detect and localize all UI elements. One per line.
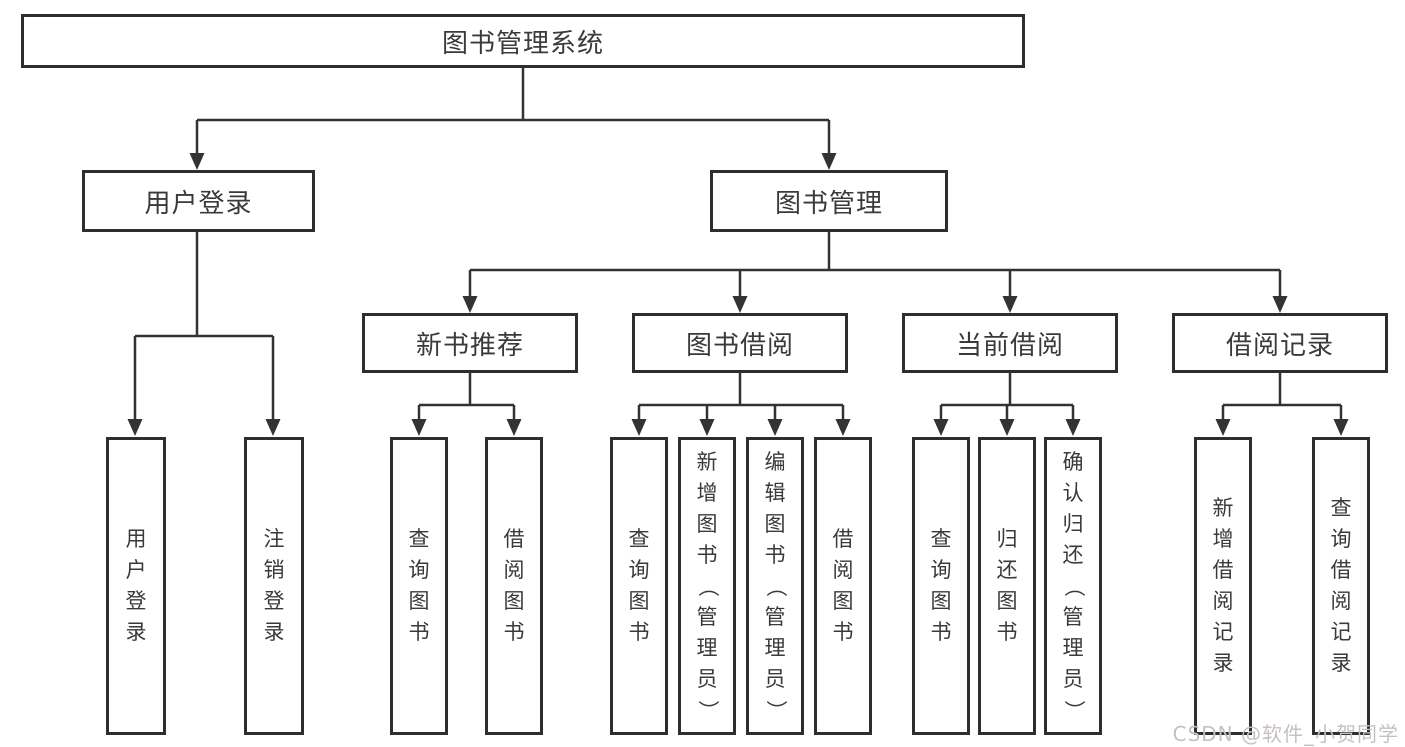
node-book-management: 图书管理 — [710, 170, 948, 232]
leaf-label: 新增借阅记录 — [1212, 496, 1234, 675]
leaf-user-login: 用户登录 — [106, 437, 166, 735]
node-label: 当前借阅 — [955, 330, 1064, 361]
csdn-watermark: CSDN @软件_小贺同学 — [1172, 722, 1399, 746]
node-label: 新书推荐 — [415, 330, 524, 361]
node-label: 借阅记录 — [1225, 330, 1334, 361]
leaf-label: 查询图书 — [628, 527, 650, 644]
node-label: 图书借阅 — [685, 330, 794, 361]
leaf-newbook-query-book: 查询图书 — [390, 437, 448, 735]
leaf-borrow-borrow-book: 借阅图书 — [814, 437, 872, 735]
leaf-label: 借阅图书 — [503, 527, 525, 644]
node-label: 图书管理系统 — [441, 28, 604, 59]
arrowheads — [127, 153, 1349, 436]
leaf-label: 查询借阅记录 — [1330, 496, 1352, 675]
node-borrow-records: 借阅记录 — [1172, 313, 1388, 373]
leaf-label: 查询图书 — [930, 527, 952, 644]
leaf-label: 查询图书 — [408, 527, 430, 644]
leaf-newbook-borrow-book: 借阅图书 — [485, 437, 543, 735]
leaf-label: 注销登录 — [263, 527, 285, 644]
leaf-label: 用户登录 — [125, 527, 147, 644]
node-new-book-recommend: 新书推荐 — [362, 313, 578, 373]
leaf-borrow-add-book-admin: 新增图书（管理员） — [678, 437, 736, 735]
node-label: 用户登录 — [144, 188, 253, 219]
leaf-current-query-book: 查询图书 — [912, 437, 970, 735]
leaf-current-confirm-return-admin: 确认归还（管理员） — [1044, 437, 1102, 735]
node-book-borrow: 图书借阅 — [632, 313, 848, 373]
leaf-label: 归还图书 — [996, 527, 1018, 644]
node-current-borrow: 当前借阅 — [902, 313, 1118, 373]
leaf-label: 新增图书（管理员） — [695, 449, 720, 721]
leaf-borrow-edit-book-admin: 编辑图书（管理员） — [746, 437, 804, 735]
node-user-login: 用户登录 — [82, 170, 315, 232]
leaf-label: 借阅图书 — [832, 527, 854, 644]
leaf-records-add-borrow-record: 新增借阅记录 — [1194, 437, 1252, 735]
leaf-logout-login: 注销登录 — [244, 437, 304, 735]
leaf-label: 确认归还（管理员） — [1061, 449, 1086, 721]
node-label: 图书管理 — [774, 188, 883, 219]
leaf-current-return-book: 归还图书 — [978, 437, 1036, 735]
leaf-label: 编辑图书（管理员） — [763, 449, 788, 721]
leaf-borrow-query-book: 查询图书 — [610, 437, 668, 735]
leaf-records-query-borrow-record: 查询借阅记录 — [1312, 437, 1370, 735]
node-root-library-system: 图书管理系统 — [21, 14, 1025, 68]
